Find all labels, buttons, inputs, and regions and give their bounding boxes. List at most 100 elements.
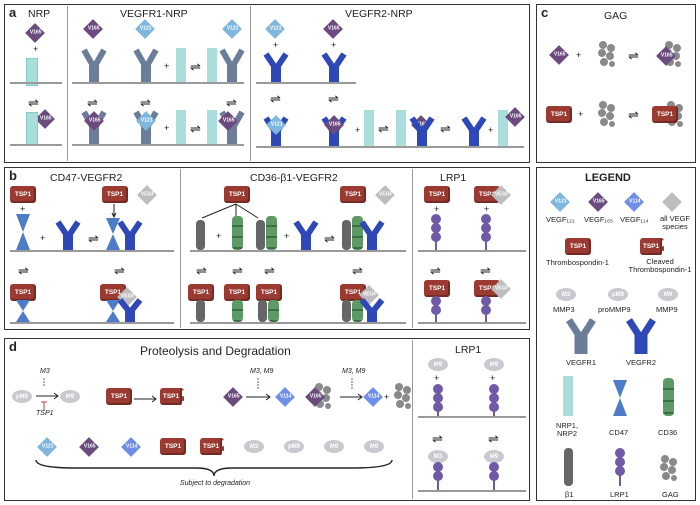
tsp1-block: TSP1 <box>224 186 250 203</box>
equilibrium-arrow: ⇌ <box>190 121 201 136</box>
equilibrium-arrow: ⇌ <box>88 231 99 246</box>
prommp9-icon: pM9 <box>608 288 628 301</box>
b1-integrin <box>196 300 205 322</box>
membrane <box>190 250 406 252</box>
equilibrium-arrow: ⇌ <box>378 121 389 136</box>
gag-cluster <box>598 41 615 67</box>
panel-c-label: c <box>541 5 549 20</box>
plus-sign: + <box>33 44 39 54</box>
mmp9-icon: M9 <box>324 440 344 453</box>
plus-sign: + <box>355 125 361 135</box>
membrane <box>418 490 526 492</box>
mmp9-icon: M9 <box>484 358 504 371</box>
panel-b-divider-1 <box>180 169 181 328</box>
cd36-b1-vegfr2-title: CD36-β1-VEGFR2 <box>250 172 338 184</box>
equilibrium-arrow: ⇌ <box>114 263 125 278</box>
lrp1-receptor <box>489 462 499 490</box>
panel-a-divider-2 <box>250 6 251 161</box>
nrp-receptor <box>176 110 186 144</box>
legend-tsp1: Thrombospondin-1 <box>546 258 609 267</box>
legend-lrp1: LRP1 <box>610 490 629 499</box>
vegfr1-nrp-title: VEGFR1-NRP <box>120 8 188 20</box>
legend-vegf114: VEGF₁₁₄ <box>620 215 649 224</box>
vegfr2-receptor <box>55 220 81 250</box>
mmp9-icon: M9 <box>364 440 384 453</box>
tsp1-block: TSP1 <box>188 284 214 301</box>
equilibrium-arrow: ⇌ <box>440 121 451 136</box>
panel-b-divider-2 <box>412 169 413 328</box>
equilibrium-arrow: ⇌ <box>190 59 201 74</box>
m3m9-label: M3, M9 <box>250 368 274 375</box>
vegfr2-receptor <box>117 220 143 250</box>
tsp1-block: TSP1 <box>424 186 450 203</box>
membrane <box>72 82 244 84</box>
panel-b-label: b <box>9 168 17 183</box>
tsp1-block: TSP1 <box>546 106 572 123</box>
m3m9-label: M3, M9 <box>342 368 366 375</box>
prommp9-icon: pM9 <box>284 440 304 453</box>
cleavage-arrow <box>134 395 157 403</box>
equilibrium-arrow: ⇌ <box>232 263 243 278</box>
legend-cd47: CD47 <box>609 428 629 437</box>
cd36-receptor <box>268 300 279 322</box>
gag-cluster <box>394 383 411 409</box>
mmp3-icon: M3 <box>556 288 576 301</box>
cd36-receptor <box>266 216 277 250</box>
cd47-receptor <box>106 218 120 250</box>
plus-sign: + <box>331 40 337 50</box>
legend-gag: GAG <box>662 490 679 499</box>
lrp1-receptor <box>481 214 491 250</box>
plus-sign: + <box>484 204 490 214</box>
lrp1-receptor <box>433 462 443 490</box>
plus-sign: + <box>284 231 290 241</box>
plus-sign: + <box>164 61 170 71</box>
equilibrium-arrow: ⇌ <box>270 91 281 106</box>
tsp1-block: TSP1 <box>474 186 500 203</box>
plus-sign: + <box>578 109 584 119</box>
membrane <box>72 144 244 146</box>
b1-integrin <box>258 300 267 322</box>
vegfr1-receptor <box>133 48 159 82</box>
equilibrium-arrow: ⇌ <box>480 263 491 278</box>
equilibrium-arrow: ⇌ <box>430 263 441 278</box>
tsp1-block: TSP1 <box>474 280 500 297</box>
tsp1-inhibitor-label: TSP1 <box>36 410 54 417</box>
legend-nrp: NRP1, NRP2 <box>555 421 579 439</box>
cd47-vegfr2-title: CD47-VEGFR2 <box>50 172 123 184</box>
nrp-receptor <box>26 112 38 146</box>
legend-vegf165: VEGF₁₆₅ <box>584 215 613 224</box>
nrp-receptor <box>207 110 217 144</box>
cleaved-tsp1-block: TSP1 <box>160 388 184 405</box>
cd36-receptor <box>352 300 363 322</box>
cd36-icon <box>663 378 674 416</box>
cd36-receptor <box>352 216 363 250</box>
vegfr2-receptor <box>293 220 319 250</box>
cd36-receptor <box>232 300 243 322</box>
cd36-receptor <box>232 216 243 250</box>
plus-sign: + <box>20 204 26 214</box>
legend-b1: β1 <box>565 490 574 499</box>
mmp9-icon: M9 <box>658 288 678 301</box>
panel-a-divider-1 <box>67 6 68 161</box>
mmp3-icon: M3 <box>428 450 448 463</box>
lrp1-receptor <box>431 296 441 322</box>
plus-sign: + <box>488 125 494 135</box>
tsp1-block: TSP1 <box>652 106 678 123</box>
b1-icon <box>564 448 573 486</box>
nrp-receptor <box>364 110 374 146</box>
plus-sign: + <box>273 40 279 50</box>
vegfr2-receptor <box>263 52 289 82</box>
membrane <box>10 144 62 146</box>
equilibrium-arrow: ⇌ <box>628 48 639 63</box>
b1-integrin <box>196 220 205 250</box>
subject-to-degradation: Subject to degradation <box>180 480 251 487</box>
plus-sign: + <box>216 231 222 241</box>
lrp1-title-d: LRP1 <box>455 344 482 356</box>
membrane <box>10 322 174 324</box>
nrp-receptor <box>396 110 406 146</box>
nrp-title: NRP <box>28 8 51 20</box>
vegfr2-receptor <box>117 298 143 322</box>
lrp1-icon <box>615 448 625 486</box>
panel-a-label: a <box>9 5 17 20</box>
legend-prommp9: proMMP9 <box>598 305 631 314</box>
